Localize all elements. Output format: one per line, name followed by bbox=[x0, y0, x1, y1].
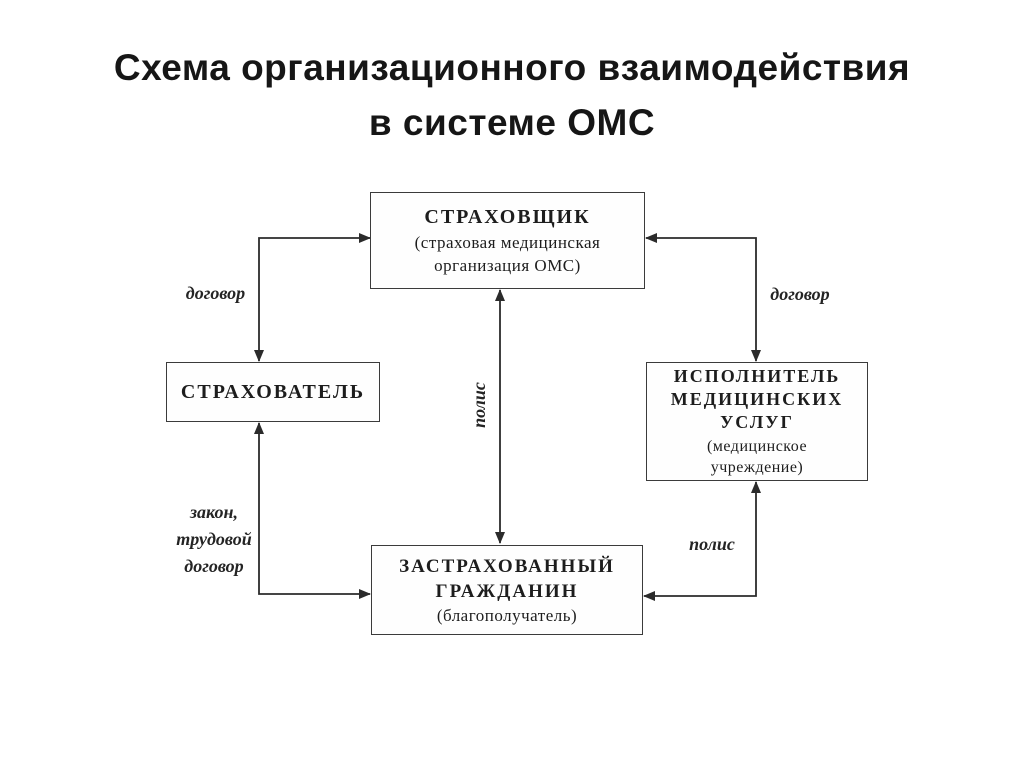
edge-label-dogovor-left: договор bbox=[185, 283, 246, 303]
edge-label-zakon-trudovoy-dogovor: закон, трудовой договор bbox=[176, 502, 252, 576]
node-insurer-name: СТРАХОВЩИК bbox=[424, 206, 591, 228]
node-provider-name: ИСПОЛНИТЕЛЬ МЕДИЦИНСКИХ УСЛУГ bbox=[670, 366, 844, 432]
node-policyholder: СТРАХОВАТЕЛЬ bbox=[166, 362, 380, 422]
node-provider-detail: (медицинское учреждение) bbox=[706, 438, 808, 476]
node-insured-detail: (благополучатель) bbox=[436, 605, 578, 625]
node-insurer: СТРАХОВЩИК (страховая медицинская органи… bbox=[370, 192, 645, 289]
edge-label-polis-center: полис bbox=[469, 382, 489, 428]
edge-insurer-provider bbox=[645, 233, 761, 362]
node-insurer-detail: (страховая медицинская организация ОМС) bbox=[414, 233, 601, 275]
edge-label-polis-right: полис bbox=[689, 534, 735, 554]
edge-policyholder-insured bbox=[254, 422, 371, 599]
node-insured: ЗАСТРАХОВАННЫЙ ГРАЖДАНИН (благополучател… bbox=[371, 545, 643, 635]
node-policyholder-name: СТРАХОВАТЕЛЬ bbox=[180, 381, 366, 403]
edge-label-dogovor-right: договор bbox=[770, 284, 830, 304]
page-title: Схема организационного взаимодействия в … bbox=[0, 40, 1024, 150]
page-title-line-2: в системе ОМС bbox=[368, 102, 656, 143]
node-insured-name: ЗАСТРАХОВАННЫЙ ГРАЖДАНИН bbox=[399, 555, 615, 602]
edge-provider-insured bbox=[643, 481, 761, 601]
node-provider: ИСПОЛНИТЕЛЬ МЕДИЦИНСКИХ УСЛУГ (медицинск… bbox=[646, 362, 868, 481]
edge-policyholder-insurer bbox=[254, 233, 371, 362]
page-title-line-1: Схема организационного взаимодействия bbox=[113, 47, 911, 88]
